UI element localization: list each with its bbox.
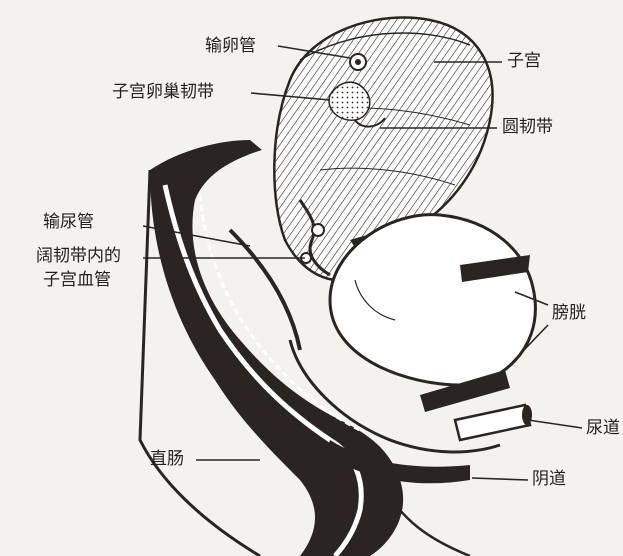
label-fallopian-tube: 输卵管 bbox=[205, 36, 256, 56]
leader-urethra bbox=[528, 420, 582, 428]
label-utero-ovarian-ligament: 子宫卵巢韧带 bbox=[112, 82, 214, 102]
label-rectum: 直肠 bbox=[150, 449, 184, 469]
label-uterus: 子宫 bbox=[507, 51, 541, 71]
label-urethra: 尿道 bbox=[586, 418, 620, 438]
label-broad-ligament-vessels-line2: 子宫血管 bbox=[43, 270, 111, 290]
bladder-shape bbox=[330, 215, 535, 412]
label-bladder: 膀胱 bbox=[552, 303, 586, 323]
urethra-shape bbox=[455, 405, 532, 440]
label-broad-ligament-vessels-line1: 阔韧带内的 bbox=[36, 246, 121, 266]
label-round-ligament: 圆韧带 bbox=[502, 117, 553, 137]
label-vagina: 阴道 bbox=[532, 469, 566, 489]
leader-vagina bbox=[472, 478, 528, 480]
label-ureter: 输尿管 bbox=[43, 212, 94, 232]
